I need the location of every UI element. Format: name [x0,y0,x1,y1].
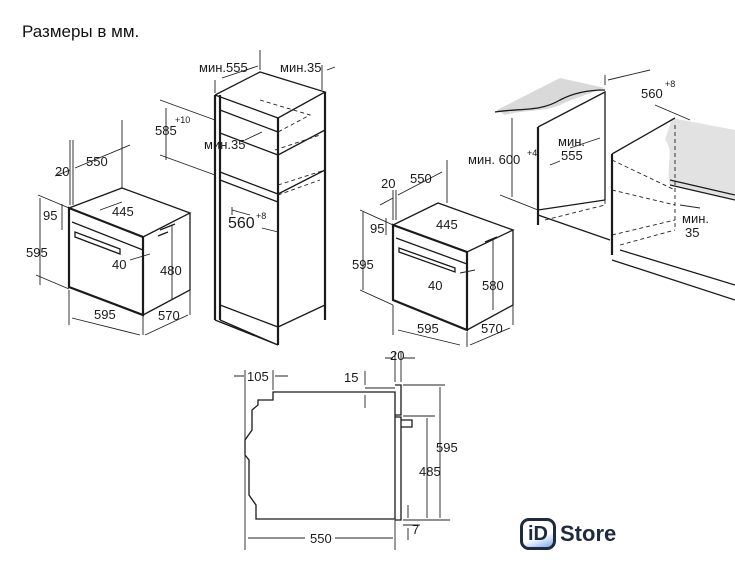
logo-word: Store [560,521,617,546]
dim-min-555: мин.555 [199,60,248,75]
dim-570: 570 [481,321,503,336]
dim-min-35-label: мин. [682,211,709,226]
dim-550: 550 [410,171,432,186]
page-title: Размеры в мм. [22,22,140,41]
dim-40: 40 [428,278,442,293]
dim-550: 550 [86,154,108,169]
idstore-logo: iD Store [520,518,616,550]
dim-min-35-top: мин.35 [280,60,321,75]
dim-480: 480 [160,263,182,278]
dim-550: 550 [310,531,332,546]
dim-min-600-tolerance: +4 [527,148,537,158]
dim-min-600: мин. 600 [468,152,520,167]
oven-middle-drawing: 20 550 95 445 595 40 580 595 570 [352,160,515,347]
dim-580: 580 [482,278,504,293]
oven-left-drawing: 20 550 95 445 595 40 480 595 570 [26,120,192,336]
dim-95: 95 [370,221,384,236]
dim-40: 40 [112,257,126,272]
dim-595: 595 [436,440,458,455]
dim-min-555-value: 555 [561,148,583,163]
undercounter-niche-drawing: мин. 600 +4 мин. 555 560 +8 мин. 35 [468,69,735,301]
dim-595-width: 595 [417,321,439,336]
side-view-drawing: 105 15 20 595 485 550 7 [234,348,458,550]
dim-min-555-label: мин. [558,134,585,149]
dim-105: 105 [247,369,269,384]
dim-595-height: 595 [26,245,48,260]
dim-560-tolerance: +8 [256,211,266,221]
dim-585-tolerance: +10 [175,115,190,125]
dim-95: 95 [43,208,57,223]
dim-570: 570 [158,308,180,323]
dim-15: 15 [344,370,358,385]
dim-585: 585 [155,123,177,138]
dim-20: 20 [381,176,395,191]
dim-560: 560 [641,86,663,101]
dim-445: 445 [436,217,458,232]
logo-mark: iD [520,518,556,550]
dim-595-width: 595 [94,307,116,322]
tall-cabinet-drawing: мин.555 мин.35 585 +10 мин.35 560 +8 [155,50,336,346]
dim-min-35-mid: мин.35 [204,137,245,152]
dim-7: 7 [412,522,419,537]
dim-20: 20 [55,164,69,179]
dim-595-height: 595 [352,257,374,272]
dim-560-tolerance: +8 [665,79,675,89]
dim-min-35-value: 35 [685,225,699,240]
dim-560: 560 [228,215,255,232]
dim-445: 445 [112,204,134,219]
dim-20: 20 [390,348,404,363]
dim-485: 485 [419,464,441,479]
